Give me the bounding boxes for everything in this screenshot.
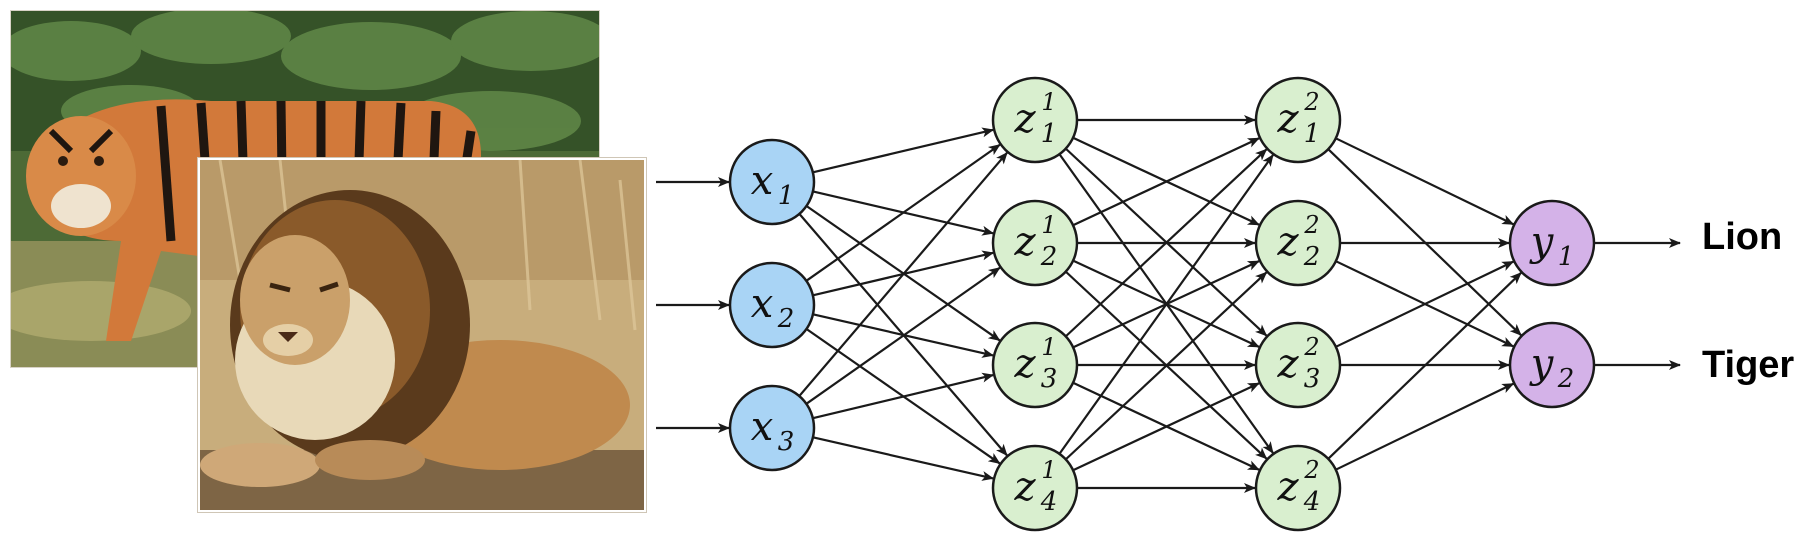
- connection-l0-0-0: [812, 127, 995, 174]
- node-subscript: 1: [1558, 242, 1575, 272]
- node-symbol: x: [751, 404, 774, 450]
- connection-l0-2-3: [812, 436, 995, 481]
- connection-l1-3-1: [1064, 271, 1268, 461]
- node-superscript: 2: [1303, 88, 1319, 116]
- node-symbol: z: [1013, 219, 1036, 265]
- node-circle: [728, 138, 816, 226]
- node-subscript: 2: [1303, 242, 1321, 272]
- node-subscript: 1: [1041, 119, 1058, 149]
- node-symbol: z: [1013, 464, 1036, 510]
- node-symbol: y: [1529, 341, 1555, 387]
- node-circle: [1254, 321, 1342, 409]
- node-superscript: 1: [1041, 456, 1056, 484]
- node-superscript: 2: [1303, 211, 1319, 239]
- node-subscript: 1: [778, 181, 795, 211]
- node-circle: [728, 261, 816, 349]
- node-circle: [1254, 199, 1342, 287]
- node-symbol: x: [751, 158, 774, 204]
- node-subscript: 4: [1303, 487, 1321, 517]
- node-circle: [1508, 321, 1596, 409]
- node-superscript: 1: [1041, 211, 1056, 239]
- node-circle: [1254, 76, 1342, 164]
- input-output-arrows: [656, 177, 1681, 433]
- node-superscript: 2: [1303, 456, 1319, 484]
- node-symbol: z: [1276, 96, 1299, 142]
- output-label-tiger: Tiger: [1702, 344, 1795, 386]
- node-subscript: 4: [1040, 487, 1058, 517]
- node-subscript: 3: [1304, 364, 1321, 394]
- node-superscript: 2: [1303, 333, 1319, 361]
- node-subscript: 3: [1041, 364, 1058, 394]
- node-circle: [1254, 444, 1342, 532]
- node-subscript: 2: [777, 304, 795, 334]
- node-symbol: x: [751, 281, 774, 327]
- node-subscript: 2: [1557, 364, 1575, 394]
- node-circle: [991, 321, 1079, 409]
- connection-l0-2-0: [798, 151, 1008, 397]
- node-symbol: z: [1013, 96, 1036, 142]
- connection-l0-1-0: [805, 143, 1001, 282]
- connection-l0-2-2: [812, 372, 995, 420]
- lion-image: [200, 160, 644, 510]
- node-circle: [991, 76, 1079, 164]
- node-circle: [991, 199, 1079, 287]
- node-symbol: z: [1276, 219, 1299, 265]
- node-subscript: 1: [1304, 119, 1321, 149]
- lion-photo: [198, 158, 646, 512]
- node-circle: [1508, 199, 1596, 287]
- node-symbol: z: [1276, 341, 1299, 387]
- connection-l1-3-0: [1058, 154, 1274, 455]
- output-label-lion: Lion: [1702, 216, 1783, 258]
- node-symbol: y: [1529, 219, 1555, 265]
- connection-l1-1-0: [1072, 137, 1260, 227]
- node-symbol: z: [1276, 464, 1299, 510]
- connection-l1-2-0: [1064, 148, 1268, 338]
- connection-l2-2-0: [1335, 260, 1515, 348]
- node-superscript: 1: [1041, 88, 1056, 116]
- node-superscript: 1: [1041, 333, 1056, 361]
- connection-l0-2-1: [805, 266, 1001, 405]
- node-circle: [991, 444, 1079, 532]
- connection-l2-3-1: [1335, 382, 1515, 471]
- node-subscript: 3: [778, 427, 795, 457]
- node-subscript: 2: [1040, 242, 1058, 272]
- connection-l2-0-0: [1335, 137, 1515, 226]
- node-symbol: z: [1013, 341, 1036, 387]
- connection-l2-3-0: [1327, 272, 1522, 460]
- connection-l1-3-2: [1072, 382, 1260, 472]
- connections: [798, 115, 1522, 493]
- node-circle: [728, 384, 816, 472]
